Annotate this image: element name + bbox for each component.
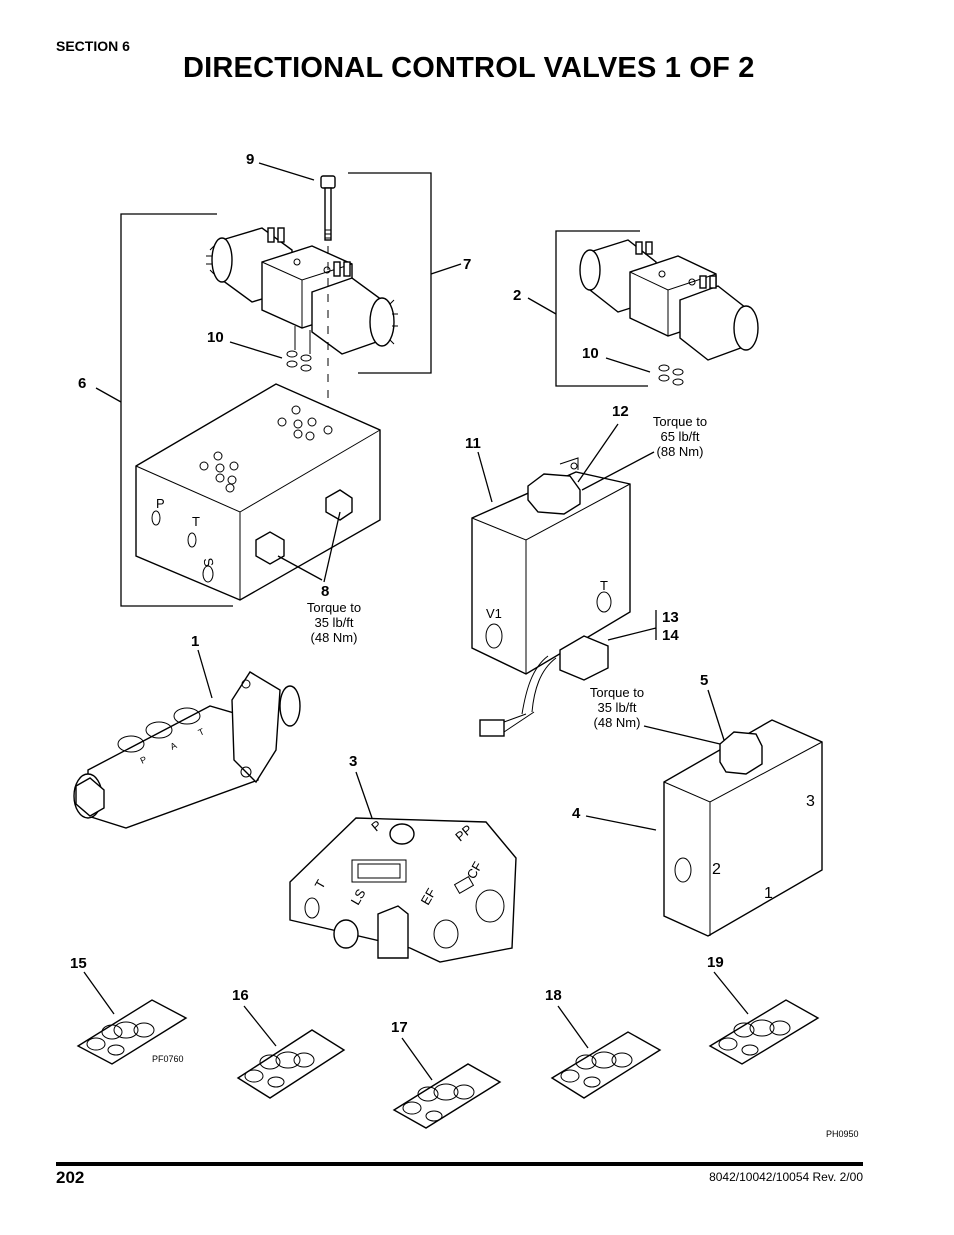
- port-label-t-valve-11: T: [600, 578, 608, 593]
- seal-kit-18: [550, 1031, 662, 1099]
- callout-18: 18: [545, 987, 562, 1004]
- leader-lines: [83, 162, 749, 1081]
- port-label-ls: LS: [348, 886, 369, 908]
- port-label-v1: V1: [486, 606, 502, 621]
- bracket-7: [348, 172, 432, 374]
- svg-text:Torque to: Torque to: [653, 414, 707, 429]
- port-label-a-valve-1: A: [169, 740, 179, 752]
- solenoid-valve-2: [579, 239, 759, 386]
- callout-5: 5: [700, 672, 708, 689]
- bracket-6: [120, 213, 233, 607]
- seal-kit-17: [392, 1063, 502, 1129]
- svg-text:(48 Nm): (48 Nm): [311, 630, 358, 645]
- valve-body-3: [289, 817, 517, 963]
- port-label-t-valve-1: T: [197, 726, 207, 738]
- callout-6: 6: [78, 375, 86, 392]
- bolt-9: [320, 175, 336, 414]
- torque-note-5: Torque to 35 lb/ft (48 Nm): [590, 685, 644, 730]
- callout-10-right: 10: [582, 345, 599, 362]
- callout-14: 14: [662, 627, 679, 644]
- callout-2: 2: [513, 287, 521, 304]
- callout-4: 4: [572, 805, 581, 822]
- manifold-block-6: [135, 383, 381, 601]
- footer-rule: [56, 1162, 863, 1166]
- port-label-s: S: [200, 557, 216, 568]
- port-label-p-valve-1: P: [139, 754, 149, 766]
- port-label-t: T: [192, 514, 200, 529]
- callout-11: 11: [465, 435, 481, 452]
- torque-note-8: Torque to 35 lb/ft (48 Nm): [307, 600, 361, 645]
- o-rings-10-left: [286, 350, 312, 372]
- port-label-2: 2: [712, 861, 721, 878]
- port-label-p: P: [156, 496, 165, 511]
- callout-9: 9: [246, 151, 254, 168]
- torque-note-12: Torque to 65 lb/ft (88 Nm): [653, 414, 707, 459]
- callout-13: 13: [662, 609, 679, 626]
- page-title: DIRECTIONAL CONTROL VALVES 1 OF 2: [183, 52, 755, 84]
- callout-8: 8: [321, 583, 329, 600]
- callout-1: 1: [191, 633, 199, 650]
- callout-17: 17: [391, 1019, 408, 1036]
- callout-15: 15: [70, 955, 87, 972]
- seal-kit-16: [236, 1029, 346, 1099]
- callout-12: 12: [612, 403, 629, 420]
- valve-block-4: [663, 719, 823, 937]
- seal-kit-15: [76, 999, 188, 1065]
- page-number: 202: [56, 1168, 85, 1187]
- callout-7: 7: [463, 256, 471, 273]
- callout-10-left: 10: [207, 329, 224, 346]
- valve-body-1: [73, 671, 301, 829]
- port-label-3: 3: [806, 793, 815, 810]
- callout-16: 16: [232, 987, 249, 1004]
- valve-block-11: [471, 457, 631, 737]
- svg-text:(88 Nm): (88 Nm): [657, 444, 704, 459]
- section-label: SECTION 6: [56, 38, 130, 54]
- svg-text:Torque to: Torque to: [590, 685, 644, 700]
- callout-19: 19: [707, 954, 724, 971]
- figure-ref-page: PH0950: [826, 1129, 859, 1139]
- callout-3: 3: [349, 753, 357, 770]
- port-label-ef: EF: [418, 886, 439, 908]
- svg-text:35 lb/ft: 35 lb/ft: [314, 615, 353, 630]
- svg-text:(48 Nm): (48 Nm): [594, 715, 641, 730]
- port-label-1: 1: [764, 885, 773, 902]
- svg-text:Torque to: Torque to: [307, 600, 361, 615]
- document-revision: 8042/10042/10054 Rev. 2/00: [709, 1170, 863, 1184]
- svg-text:35 lb/ft: 35 lb/ft: [597, 700, 636, 715]
- figure-ref-kit: PF0760: [152, 1054, 184, 1064]
- solenoid-valve-7: [206, 227, 398, 355]
- seal-kit-19: [708, 999, 820, 1065]
- svg-text:65 lb/ft: 65 lb/ft: [660, 429, 699, 444]
- callout-labels: 9 7 2 10 10 6 12 11 8 13 14 1 5 3 4 15 1…: [70, 151, 724, 1036]
- bracket-2: [555, 230, 648, 387]
